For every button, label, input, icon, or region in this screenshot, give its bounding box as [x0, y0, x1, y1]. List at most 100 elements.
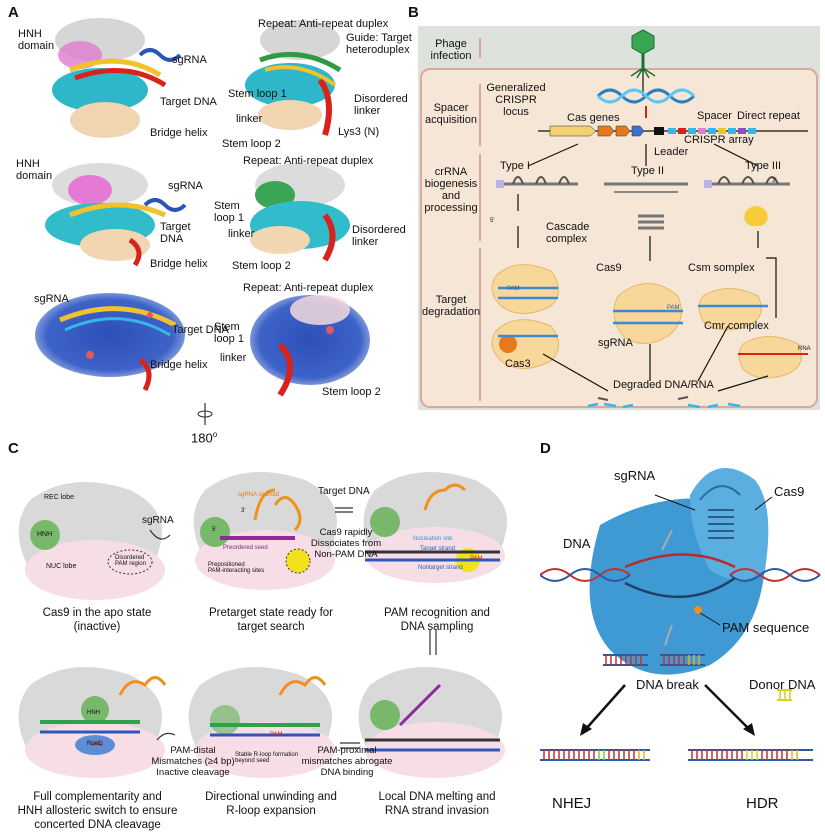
preordered-seed-label: Preordered seed	[223, 545, 268, 551]
panel-d-diagram	[540, 468, 821, 761]
rna-b-label: RNA	[798, 346, 811, 352]
donor-dna-label: Donor DNA	[749, 677, 816, 692]
stem-loop2-label-1: Stem loop 2	[222, 138, 281, 150]
r-loop-cas9	[188, 667, 335, 778]
five-prime-b: 5'	[490, 218, 495, 224]
csm-complex	[698, 288, 768, 331]
pam-sequence-label: PAM sequence	[722, 620, 810, 635]
pam-recognition-cas9	[363, 472, 507, 583]
cas9-d-label: Cas9	[774, 484, 805, 499]
hnh-label-2: HNH	[87, 710, 100, 716]
linker-label-1: linker	[236, 113, 263, 125]
sgrna-label-1: sgRNA	[172, 54, 207, 66]
hdr-dna	[688, 749, 813, 761]
cmr-complex	[738, 336, 808, 379]
caption-full-complementarity: Full complementarity and HNH allosteric …	[17, 791, 178, 831]
crispr-array	[668, 128, 756, 134]
cas9-complex	[613, 283, 683, 344]
dna-d-label: DNA	[563, 536, 591, 551]
phage-icon	[630, 29, 656, 79]
row-spacer-acquisition: Spacer acquisition	[425, 102, 477, 126]
spacer-label: Spacer	[697, 110, 732, 122]
sgrna-b-label: sgRNA	[598, 337, 633, 349]
cas9-dissociates-label: Cas9 rapidly Dissociates from Non-PAM DN…	[310, 527, 382, 560]
ruvc-label: RuvC	[87, 741, 103, 747]
caption-r-loop-expansion: Directional unwinding and R-loop expansi…	[205, 791, 337, 817]
pam-c-label-1: PAM	[470, 556, 483, 562]
prepositioned-label: Prepositioned PAM-interacting sites	[208, 562, 265, 574]
disordered-pam-label: Disordered PAM region	[115, 555, 146, 567]
generalized-locus-label: Generalized CRISPR locus	[486, 82, 546, 118]
repeat-anti-label-1: Repeat: Anti-repeat duplex	[258, 18, 389, 30]
pretarget-cas9	[193, 472, 337, 590]
disordered-linker-label-1: Disordered linker	[354, 93, 408, 117]
pam-proximal-label: PAM-proximal mismatches abrogate DNA bin…	[301, 745, 393, 778]
panel-a-structures	[35, 18, 370, 425]
bridge-helix-label-2: Bridge helix	[150, 258, 208, 270]
linker-label-3: linker	[220, 352, 247, 364]
degraded-label: Degraded DNA/RNA	[613, 379, 714, 391]
panel-a-label: A	[8, 4, 19, 21]
panel-c-label: C	[8, 440, 19, 457]
three-prime-c: 3'	[241, 508, 246, 514]
target-dna-label-3: Target DNA	[172, 324, 229, 336]
pam-c-label-3: PAM	[270, 732, 283, 738]
panel-b-diagram	[479, 29, 808, 409]
dna-melting-cas9	[358, 667, 505, 778]
cas-genes-label: Cas genes	[567, 112, 620, 124]
degraded-fragments	[587, 396, 741, 409]
cas9-label: Cas9	[596, 262, 622, 274]
structure-cartoon-left	[52, 18, 182, 138]
panel-c-diagram	[18, 472, 507, 778]
lys3-label: Lys3 (N)	[338, 126, 380, 138]
disordered-linker-label-2: Disordered linker	[352, 224, 406, 248]
five-prime-c: 5'	[212, 527, 217, 533]
cmr-complex-label: Cmr complex	[704, 320, 769, 332]
stem-loop1-label-2: Stem loop 1	[214, 200, 244, 224]
row-phage-infection: Phage infection	[430, 38, 472, 62]
dna-break-label: DNA break	[636, 677, 699, 692]
cas3-label: Cas3	[505, 358, 531, 370]
rotation-icon	[197, 403, 213, 425]
nhej-label: NHEJ	[552, 795, 592, 812]
guide-target-label: Guide: Target heteroduplex	[346, 32, 412, 56]
pam-distal-label: PAM-distal Mismatches (≥4 bp) Inactive c…	[151, 745, 235, 778]
type2-label: Type II	[631, 165, 665, 177]
row-target-degradation: Target degradation	[422, 294, 481, 318]
cascade-complex	[491, 264, 559, 314]
broken-dna	[603, 654, 705, 666]
caption-apo-state: Cas9 in the apo state (inactive)	[42, 607, 152, 633]
sgrna-arrow-label: sgRNA	[142, 515, 174, 526]
target-dna-label-2: Target DNA	[160, 221, 191, 245]
structure-cartoon-right	[245, 20, 342, 136]
leader-label: Leader	[654, 146, 689, 158]
bridge-helix-label-1: Bridge helix	[150, 127, 208, 139]
crispr-array-label: CRISPR array	[684, 134, 754, 146]
caption-pretarget: Pretarget state ready for target search	[208, 607, 333, 633]
sgrna-d-label: sgRNA	[614, 468, 656, 483]
stable-rloop-label: Stable R-loop formation beyond seed	[235, 752, 299, 764]
donor-dna	[777, 689, 792, 701]
stem-loop2-label-3: Stem loop 2	[322, 386, 381, 398]
pam-c-label-2: PAM	[91, 742, 104, 748]
stem-loop1-label-3: Stem loop 1	[214, 321, 244, 345]
sgrna-label-2: sgRNA	[168, 180, 203, 192]
pam-b-label-1: PAM	[507, 286, 520, 292]
structure-electrostatic-right	[250, 295, 370, 397]
row-crrna-biogenesis: crRNA biogenesis and processing	[424, 166, 478, 214]
type3-label: Type III	[745, 160, 782, 172]
apo-state-cas9	[18, 482, 165, 600]
hnh-domain-label-2: HNH domain	[16, 158, 53, 182]
structure-surface-right	[250, 163, 350, 262]
pam-b-label-2: PAM	[667, 305, 680, 311]
type2-crrna	[604, 182, 688, 230]
rotation-label: 180o	[191, 430, 218, 446]
panel-b-label: B	[408, 4, 419, 21]
hdr-label: HDR	[746, 795, 779, 812]
full-complementarity-cas9	[18, 667, 167, 778]
structure-surface-left	[45, 163, 187, 267]
rec-lobe-label: REC lobe	[44, 494, 74, 501]
cascade-cas3-complex	[491, 319, 559, 369]
caption-pam-recognition: PAM recognition and DNA sampling	[384, 607, 490, 633]
sgrna-scaffold-label: sgRNA scaffold	[238, 492, 279, 498]
